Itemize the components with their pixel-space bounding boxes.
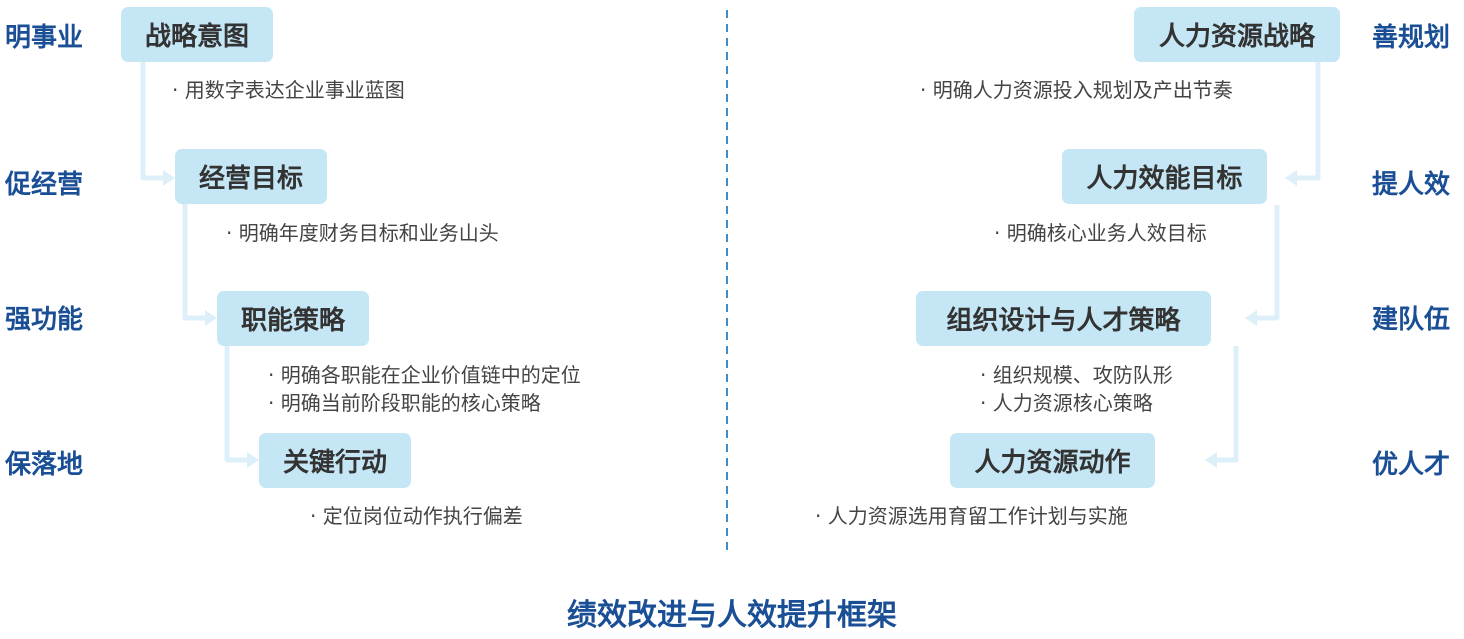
left-label-3: 强功能 <box>5 305 84 335</box>
arrow-icon <box>247 452 259 468</box>
arrow-icon <box>1245 310 1257 326</box>
connector-3 <box>224 346 249 463</box>
right-desc-3: · 组织规模、攻防队形 <box>980 363 1173 387</box>
left-desc-3: · 明确各职能在企业价值链中的定位 <box>268 363 581 387</box>
right-label-2: 提人效 <box>1372 170 1451 200</box>
box-hr-strategy: 人力资源战略 <box>1134 7 1340 62</box>
box-business-goals: 经营目标 <box>175 149 327 204</box>
right-label-1: 善规划 <box>1372 23 1451 53</box>
left-label-4: 保落地 <box>5 450 84 480</box>
diagram-title: 绩效改进与人效提升框架 <box>567 598 897 633</box>
box-org-design-talent-strategy: 组织设计与人才策略 <box>916 291 1211 346</box>
connector-5 <box>1255 205 1280 321</box>
connector-1 <box>140 62 165 181</box>
right-desc-1: · 明确人力资源投入规划及产出节奏 <box>920 78 1233 102</box>
left-desc-4: · 明确当前阶段职能的核心策略 <box>268 391 541 415</box>
box-key-actions: 关键行动 <box>259 433 411 488</box>
left-label-2: 促经营 <box>5 170 84 200</box>
arrow-icon <box>163 170 175 186</box>
left-label-1: 明事业 <box>5 23 84 53</box>
arrow-icon <box>205 310 217 326</box>
right-desc-4: · 人力资源核心策略 <box>980 391 1153 415</box>
box-strategic-intent: 战略意图 <box>121 7 273 62</box>
right-desc-2: · 明确核心业务人效目标 <box>994 221 1207 245</box>
connector-4 <box>1296 62 1321 181</box>
box-hr-efficiency-goals: 人力效能目标 <box>1062 149 1267 204</box>
box-functional-strategy: 职能策略 <box>217 291 369 346</box>
left-desc-5: · 定位岗位动作执行偏差 <box>310 504 523 528</box>
box-hr-actions: 人力资源动作 <box>950 433 1155 488</box>
left-desc-1: · 用数字表达企业事业蓝图 <box>172 78 405 102</box>
right-label-4: 优人才 <box>1372 450 1451 480</box>
left-desc-2: · 明确年度财务目标和业务山头 <box>226 221 499 245</box>
right-desc-5: · 人力资源选用育留工作计划与实施 <box>815 504 1128 528</box>
arrow-icon <box>1205 452 1217 468</box>
connector-2 <box>182 204 207 321</box>
connector-6 <box>1214 346 1239 463</box>
arrow-icon <box>1285 170 1297 186</box>
right-label-3: 建队伍 <box>1372 305 1451 335</box>
